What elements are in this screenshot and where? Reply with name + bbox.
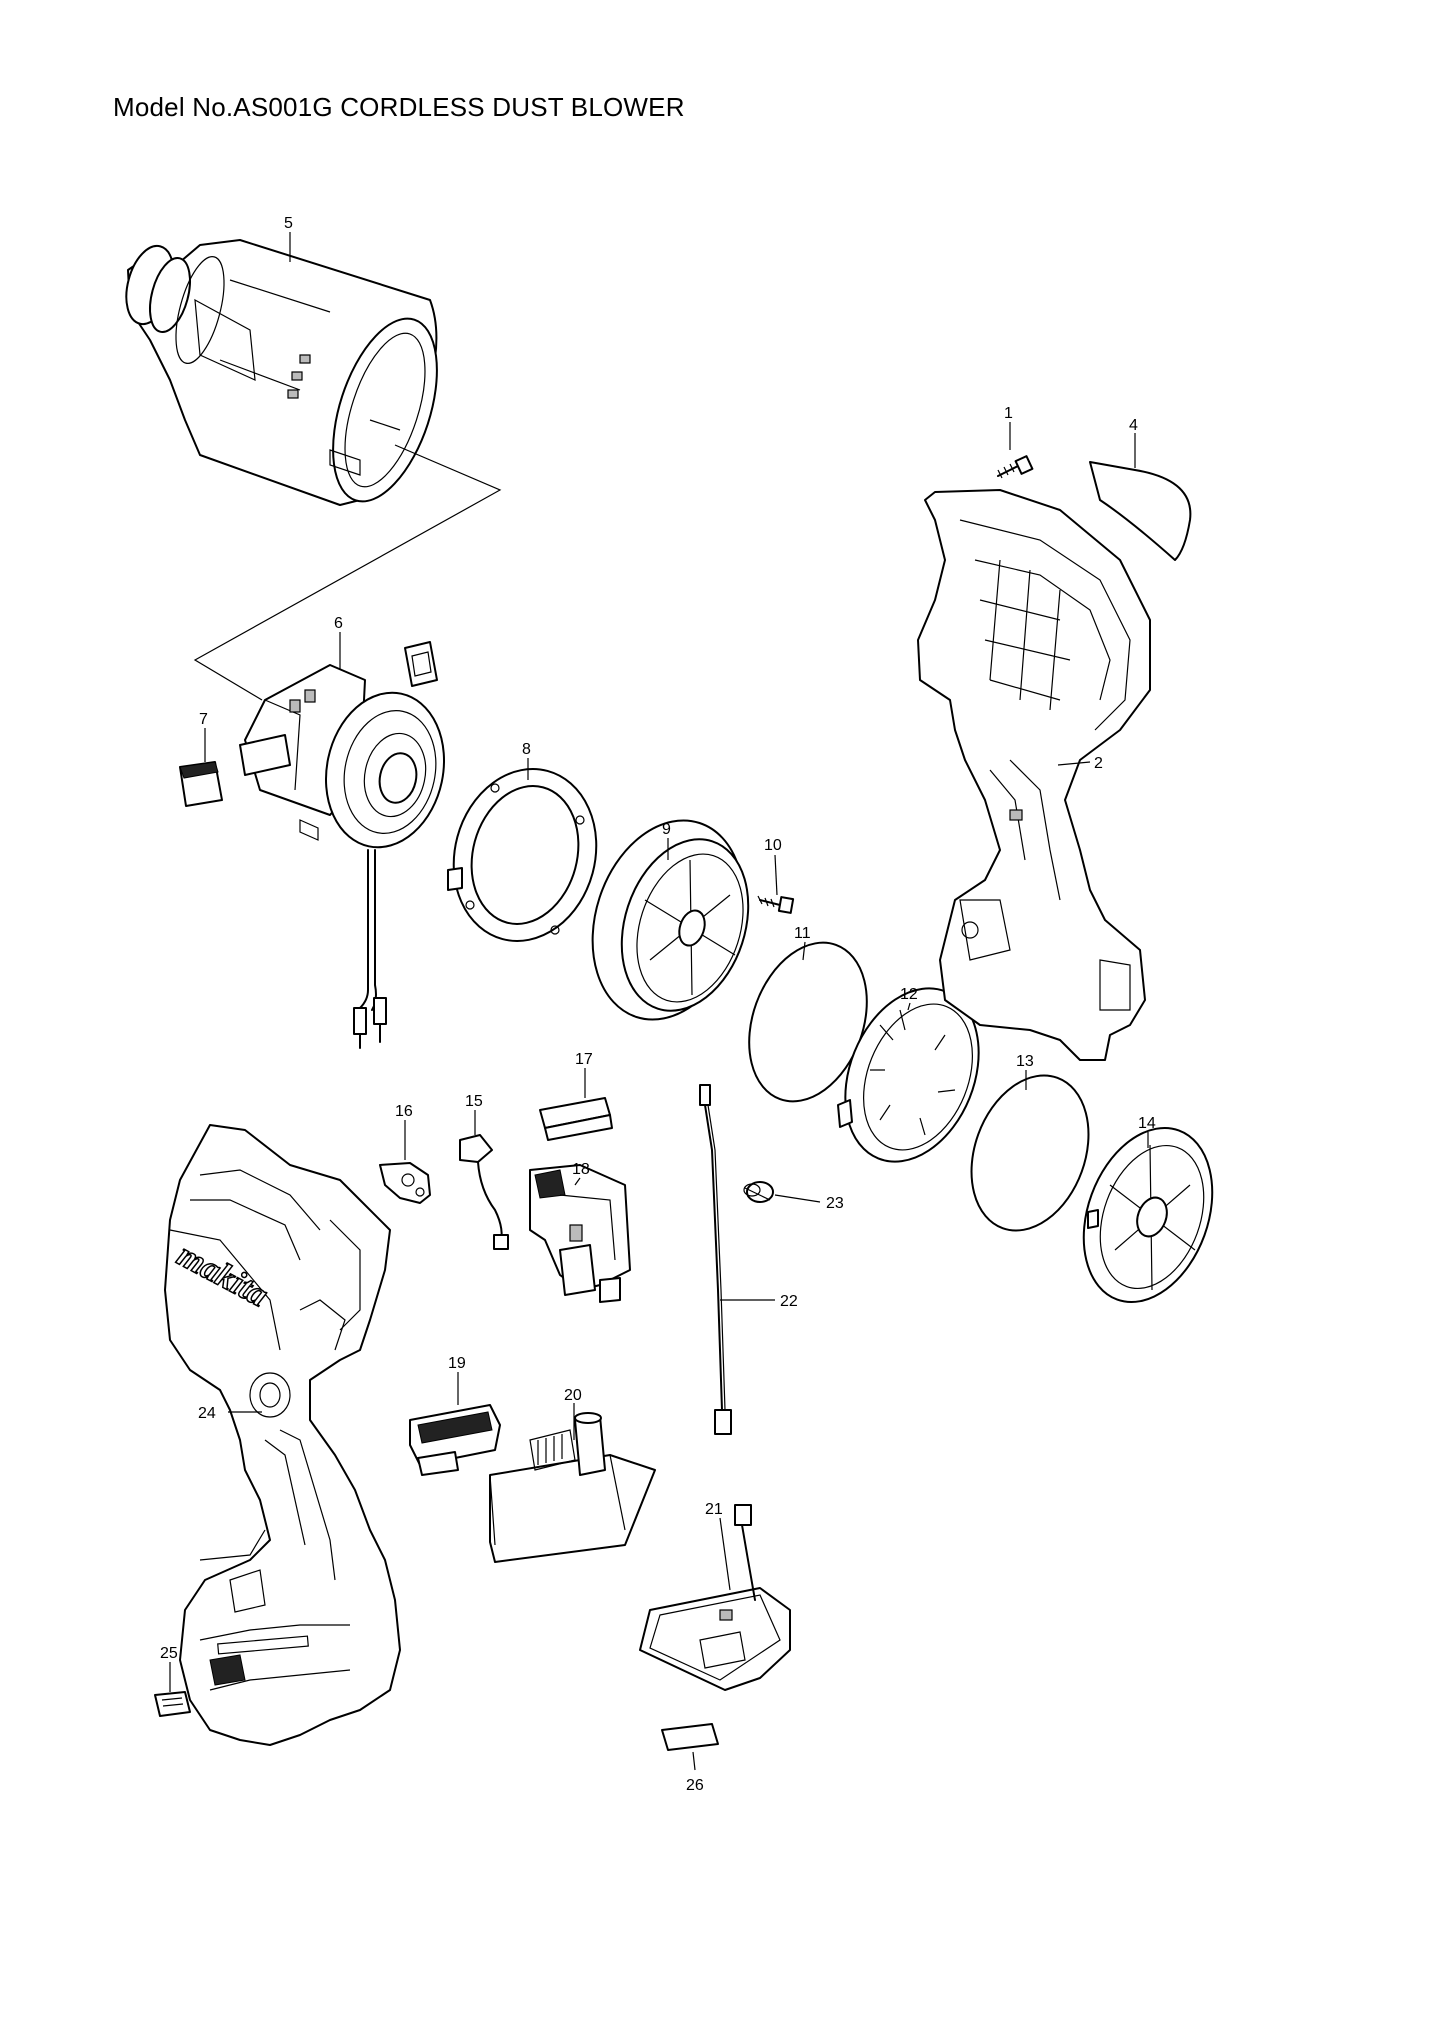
part-17-slider-icon (539, 1097, 613, 1141)
part-9-fan-cover-icon (591, 819, 750, 1021)
part-20-controller-icon (489, 1412, 656, 1563)
callout-17: 17 (575, 1051, 593, 1068)
callout-11: 11 (794, 925, 811, 942)
callout-9: 9 (662, 821, 671, 838)
part-6-motor-icon (239, 664, 446, 1049)
part-14-fan-cap-icon (1082, 1126, 1214, 1304)
part-18-switch-icon (529, 1164, 631, 1303)
callout-5: 5 (284, 215, 293, 232)
callout-12: 12 (900, 986, 918, 1003)
callout-10: 10 (764, 837, 782, 854)
callout-23: 23 (826, 1195, 844, 1212)
callout-16: 16 (395, 1103, 413, 1120)
part-24-left-housing-icon: makita (164, 1124, 401, 1746)
callout-13: 13 (1016, 1053, 1034, 1070)
callout-2: 2 (1094, 755, 1103, 772)
part-26-label-icon (661, 1723, 719, 1751)
callout-labels: 5 1 4 2 6 7 8 9 10 11 12 13 14 15 16 17 … (160, 215, 1156, 1794)
callout-14: 14 (1138, 1115, 1156, 1132)
part-8-ring-plate-icon (447, 768, 598, 942)
part-5-motor-housing-icon (125, 239, 438, 506)
part-13-filter-icon (970, 1074, 1090, 1232)
part-10-screw-icon (757, 895, 795, 914)
callout-24: 24 (198, 1405, 216, 1422)
part-19-button-switch-icon (409, 1404, 501, 1476)
callout-8: 8 (522, 741, 531, 758)
callout-19: 19 (448, 1355, 466, 1372)
callout-25: 25 (160, 1645, 178, 1662)
callout-20: 20 (564, 1387, 582, 1404)
part-16-cam-icon (379, 1162, 431, 1204)
callout-18: 18 (572, 1161, 590, 1178)
callout-7: 7 (199, 711, 208, 728)
part-23-bushing-icon (743, 1181, 774, 1203)
part-21-terminal-board-icon (639, 1504, 791, 1691)
callout-1: 1 (1004, 405, 1013, 422)
callout-21: 21 (705, 1501, 723, 1518)
part-7-block-icon (179, 761, 223, 807)
callout-22: 22 (780, 1293, 798, 1310)
leader-lines (169, 232, 1149, 1771)
page-title: Model No.AS001G CORDLESS DUST BLOWER (113, 92, 685, 122)
part-22-cable-icon (699, 1084, 732, 1435)
callout-26: 26 (686, 1777, 704, 1794)
callout-6: 6 (334, 615, 343, 632)
callout-4: 4 (1129, 417, 1138, 434)
part-2-housing-half-icon (917, 489, 1151, 1061)
part-25-badge-icon (154, 1691, 191, 1717)
callout-15: 15 (465, 1093, 483, 1110)
part-15-sensor-icon (459, 1134, 509, 1250)
part-1-screw-icon (997, 455, 1034, 479)
part-6-clip-icon (404, 641, 438, 687)
part-4-label-icon (1089, 461, 1192, 561)
